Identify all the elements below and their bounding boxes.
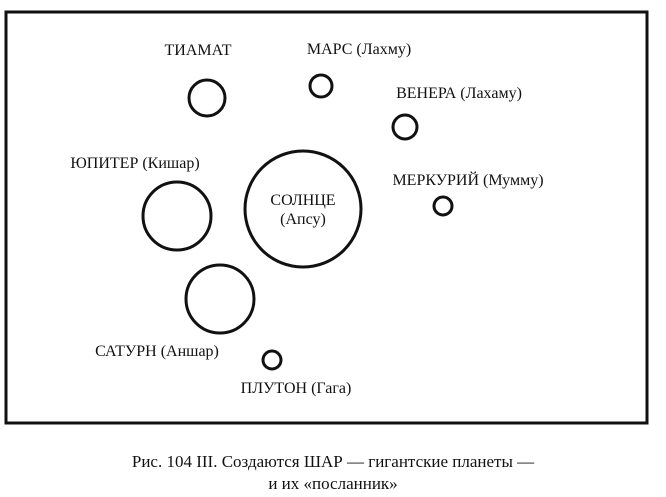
diagram-frame xyxy=(4,10,649,425)
pluto-circle xyxy=(261,349,283,371)
venus-label: ВЕНЕРА (Лахаму) xyxy=(396,85,522,102)
tiamat-circle xyxy=(187,78,227,118)
mercury-circle xyxy=(432,195,454,217)
tiamat-label: ТИАМАТ xyxy=(164,42,231,59)
saturn-circle xyxy=(184,263,256,335)
sun-circle xyxy=(243,149,363,269)
figure-caption-line2: и их «посланник» xyxy=(268,474,398,493)
saturn-label: САТУРН (Аншар) xyxy=(95,343,219,360)
jupiter-label: ЮПИТЕР (Кишар) xyxy=(70,155,199,172)
venus-circle xyxy=(391,113,419,141)
mars-label: МАРС (Лахму) xyxy=(307,41,411,58)
figure-caption-line1: Рис. 104 III. Создаются ШАР — гигантские… xyxy=(131,452,535,471)
mercury-label: МЕРКУРИЙ (Мумму) xyxy=(392,170,543,189)
mars-circle xyxy=(308,73,334,99)
jupiter-circle xyxy=(141,180,213,252)
pluto-label: ПЛУТОН (Гага) xyxy=(241,380,352,397)
sun-label: СОЛНЦЕ xyxy=(270,192,335,209)
sun-sublabel: (Апсу) xyxy=(280,211,326,228)
